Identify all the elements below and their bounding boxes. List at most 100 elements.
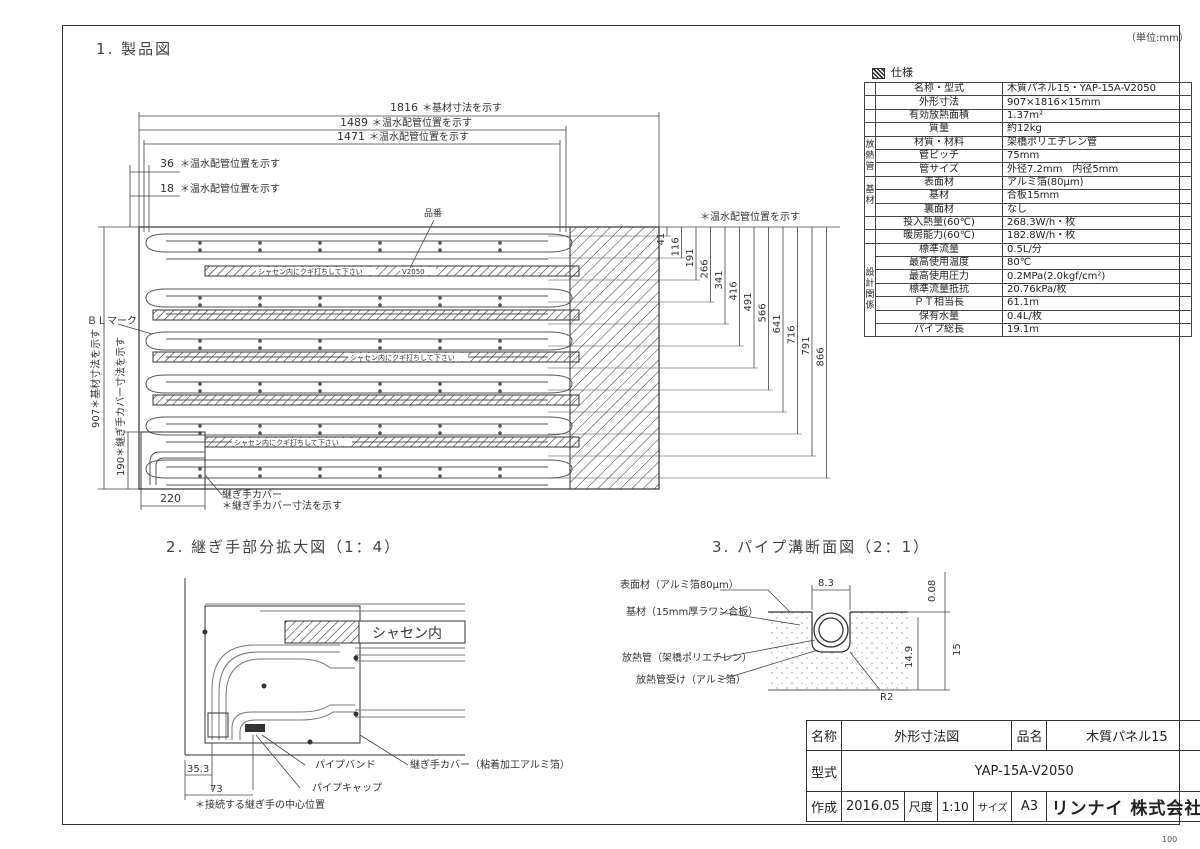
spec-label: 最高使用温度	[875, 256, 1003, 271]
dim-right-716: 716	[787, 325, 798, 344]
nail-stripe-1	[204, 265, 580, 277]
nail-mark	[318, 467, 322, 471]
dim-right-416: 416	[729, 281, 740, 300]
pipe-segment	[547, 416, 573, 436]
spec-value: 木質パネル15・YAP-15A-V2050	[1002, 81, 1192, 97]
dim-right-41: 41	[656, 233, 667, 246]
dim-1816: 1816	[390, 101, 418, 114]
spec-value: 20.76kPa/枚	[1002, 282, 1192, 298]
dim-1489: 1489	[340, 116, 368, 129]
dim-right-191: 191	[685, 248, 696, 267]
nail-mark	[318, 303, 322, 307]
spec-group-empty	[864, 122, 876, 137]
nail-mark	[318, 474, 322, 478]
pipe-segment	[145, 288, 167, 308]
spec-row: 基材合板15mm	[865, 189, 1192, 204]
tb-model-value: YAP-15A-V2050	[841, 750, 1200, 792]
nail-mark	[318, 382, 322, 386]
tb-company: リンナイ 株式会社	[1046, 791, 1200, 822]
spec-label: ＰＴ相当長	[875, 296, 1003, 311]
joint-cover-outline	[140, 431, 206, 490]
base-label: 基材（15mm厚ラワン合板）	[626, 605, 758, 618]
dim-36: 36	[160, 157, 174, 170]
tb-scale-label: 尺度	[903, 791, 938, 822]
title-block: 名称 外形寸法図 品名 木質パネル15 型式 YAP-15A-V2050 作成 …	[805, 720, 1200, 822]
nail-mark	[258, 389, 262, 393]
nail-mark	[258, 241, 262, 245]
pipe-label: 放熱管（架橋ポリエチレン）	[622, 651, 752, 664]
nail-mark	[198, 389, 202, 393]
nail-mark	[498, 382, 502, 386]
nail-mark	[318, 389, 322, 393]
cross-section-drawing: 8.3 0.08 14.9 15 R2 表面材（アルミ箔80μm） 基材（15m…	[620, 572, 963, 703]
spec-value: 907×1816×15mm	[1002, 95, 1192, 110]
spec-value: 0.2MPa(2.0kgf/cm²)	[1002, 269, 1192, 284]
spec-row: 基材表面材アルミ箔(80μm)	[864, 175, 1192, 217]
nail-mark	[258, 382, 262, 386]
dim-1489-note: ＊温水配管位置を示す	[372, 116, 472, 129]
spec-label: 質量	[875, 122, 1003, 137]
spec-label: 管ピッチ	[875, 148, 1003, 164]
dim-907: 907＊基材寸法を示す	[89, 329, 102, 428]
dim-1471-note: ＊温水配管位置を示す	[369, 130, 469, 143]
spec-label: 標準流量抵抗	[875, 282, 1003, 298]
tb-product-label: 品名	[1011, 720, 1048, 751]
stripe-text-2: シャセン内にクギ打ちして下さい	[350, 353, 455, 362]
hatch-swatch-icon	[872, 67, 885, 79]
nail-mark	[498, 467, 502, 471]
dim-73: 73	[210, 784, 223, 795]
spec-label: 材質・材料	[875, 135, 1003, 150]
pipe-segment	[547, 459, 573, 479]
nail-mark	[198, 248, 202, 252]
spec-row: 管サイズ外径7.2mm 内径5mm	[865, 162, 1192, 177]
nail-mark	[438, 303, 442, 307]
nail-mark	[438, 241, 442, 245]
spec-label: 裏面材	[875, 202, 1003, 217]
pipe-segment	[145, 374, 167, 394]
section-title-joint-detail: 2. 継ぎ手部分拡大図（1：4）	[166, 538, 402, 556]
dim-18: 18	[160, 182, 174, 195]
nail-mark	[258, 339, 262, 343]
spec-label: 基材	[875, 189, 1003, 204]
dim-36-note: ＊温水配管位置を示す	[180, 157, 280, 170]
joint-cover-note: ＊継ぎ手カバー寸法を示す	[222, 499, 342, 512]
spec-group: 設計関係	[864, 242, 876, 338]
nail-mark	[258, 467, 262, 471]
spec-group: 基材	[864, 175, 876, 217]
tb-name-value: 外形寸法図	[841, 720, 1013, 751]
pipe-segment	[547, 288, 573, 308]
section-title-cross-section: 3. パイプ溝断面図（2：1）	[712, 538, 931, 556]
dim-220: 220	[160, 492, 181, 505]
spec-value: 268.3W/h・枚	[1002, 215, 1192, 231]
spec-label: 投入熱量(60℃)	[875, 215, 1003, 231]
joint-detail-drawing: シャセン内 35.3 73 パイプバンド 継ぎ手カバー（粘着加工アルミ箔） パイ…	[184, 578, 570, 811]
nail-mark	[198, 241, 202, 245]
nail-mark	[498, 248, 502, 252]
nail-mark	[438, 424, 442, 428]
pipe-segment	[547, 374, 573, 394]
nail-mark	[498, 474, 502, 478]
joint-cover-label: 継ぎ手カバー	[222, 488, 282, 501]
nail-mark	[318, 296, 322, 300]
right-dims-note: ＊温水配管位置を示す	[700, 210, 800, 223]
spec-label: 有効放熱面積	[875, 108, 1003, 124]
unit-note: （単位:mm）	[1126, 33, 1189, 44]
nail-mark	[198, 303, 202, 307]
tb-size-value: A3	[1011, 791, 1048, 822]
spec-label: 管サイズ	[875, 162, 1003, 177]
spec-label: パイプ総長	[875, 323, 1003, 338]
spec-value: 外径7.2mm 内径5mm	[1002, 162, 1192, 177]
nail-mark	[198, 474, 202, 478]
nail-mark	[258, 303, 262, 307]
nail-mark	[498, 346, 502, 350]
nail-mark	[498, 241, 502, 245]
pipe-holder-label: 放熱管受け（アルミ箔）	[636, 673, 746, 686]
dim-35-3: 35.3	[187, 764, 209, 775]
dim-right-641: 641	[772, 314, 783, 333]
nail-mark	[378, 248, 382, 252]
nail-mark	[258, 296, 262, 300]
spec-value: 19.1m	[1002, 323, 1192, 338]
spec-value: 61.1m	[1002, 296, 1192, 311]
